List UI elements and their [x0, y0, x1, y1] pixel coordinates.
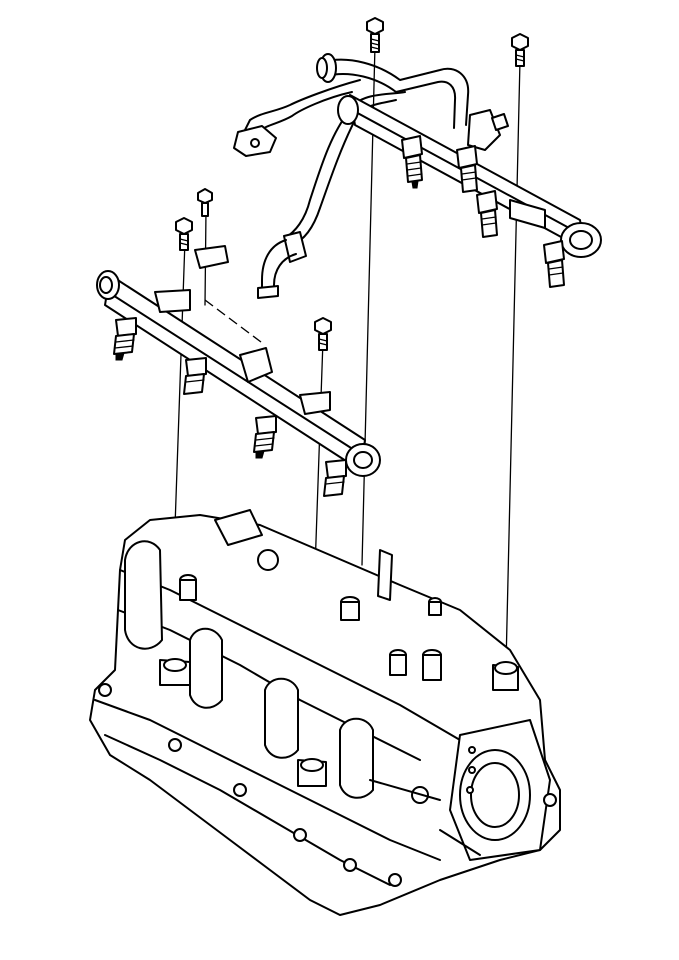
bolt-front-right: [314, 317, 332, 351]
rear-injector-2: [456, 145, 478, 193]
rear-injector-1: [401, 135, 423, 189]
front-injector-3: [253, 415, 277, 459]
fuel-crossover-lines: [233, 53, 470, 299]
front-injector-2: [183, 357, 207, 395]
bolt-front-left-upper: [197, 188, 213, 217]
front-fuel-rail: [96, 245, 381, 477]
rear-injector-3: [476, 190, 498, 238]
bolt-front-left: [175, 217, 193, 251]
intake-manifold: [89, 509, 561, 916]
bolt-rear-left: [366, 17, 384, 53]
front-injector-4: [323, 459, 347, 497]
rear-injector-4: [543, 240, 565, 288]
bolt-rear-right: [511, 33, 529, 67]
front-injector-1: [113, 317, 137, 361]
